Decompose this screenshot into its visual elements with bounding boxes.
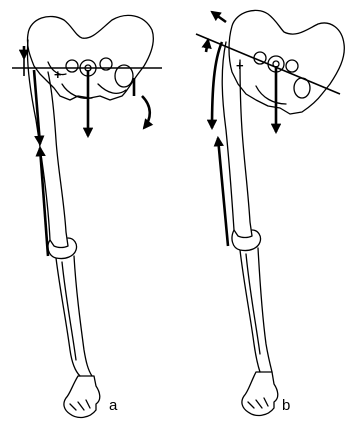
plus-sign-a: +: [54, 67, 62, 82]
diagonal-arrow-up-left-b: [212, 12, 226, 22]
panel-b-label: b: [282, 397, 290, 414]
pelvic-axis-line-b: [196, 34, 340, 94]
up-arrow-leg-b: [218, 138, 228, 246]
panel-b: +: [196, 10, 344, 415]
panel-a-label: a: [109, 397, 117, 414]
foot-b: [242, 372, 278, 415]
tibia-fibula-a: [56, 256, 92, 376]
up-arrow-small-b: [206, 40, 208, 52]
down-arrow-thigh-b: [212, 42, 222, 128]
tibia-fibula-b: [240, 248, 272, 372]
panel-a: +: [12, 15, 162, 417]
pelvis-b: +: [229, 10, 344, 114]
foot-a: [64, 376, 100, 417]
knee-a: [48, 238, 77, 259]
down-arrow-thigh-a: [34, 70, 40, 144]
curved-arrow-right-a: [142, 96, 150, 128]
